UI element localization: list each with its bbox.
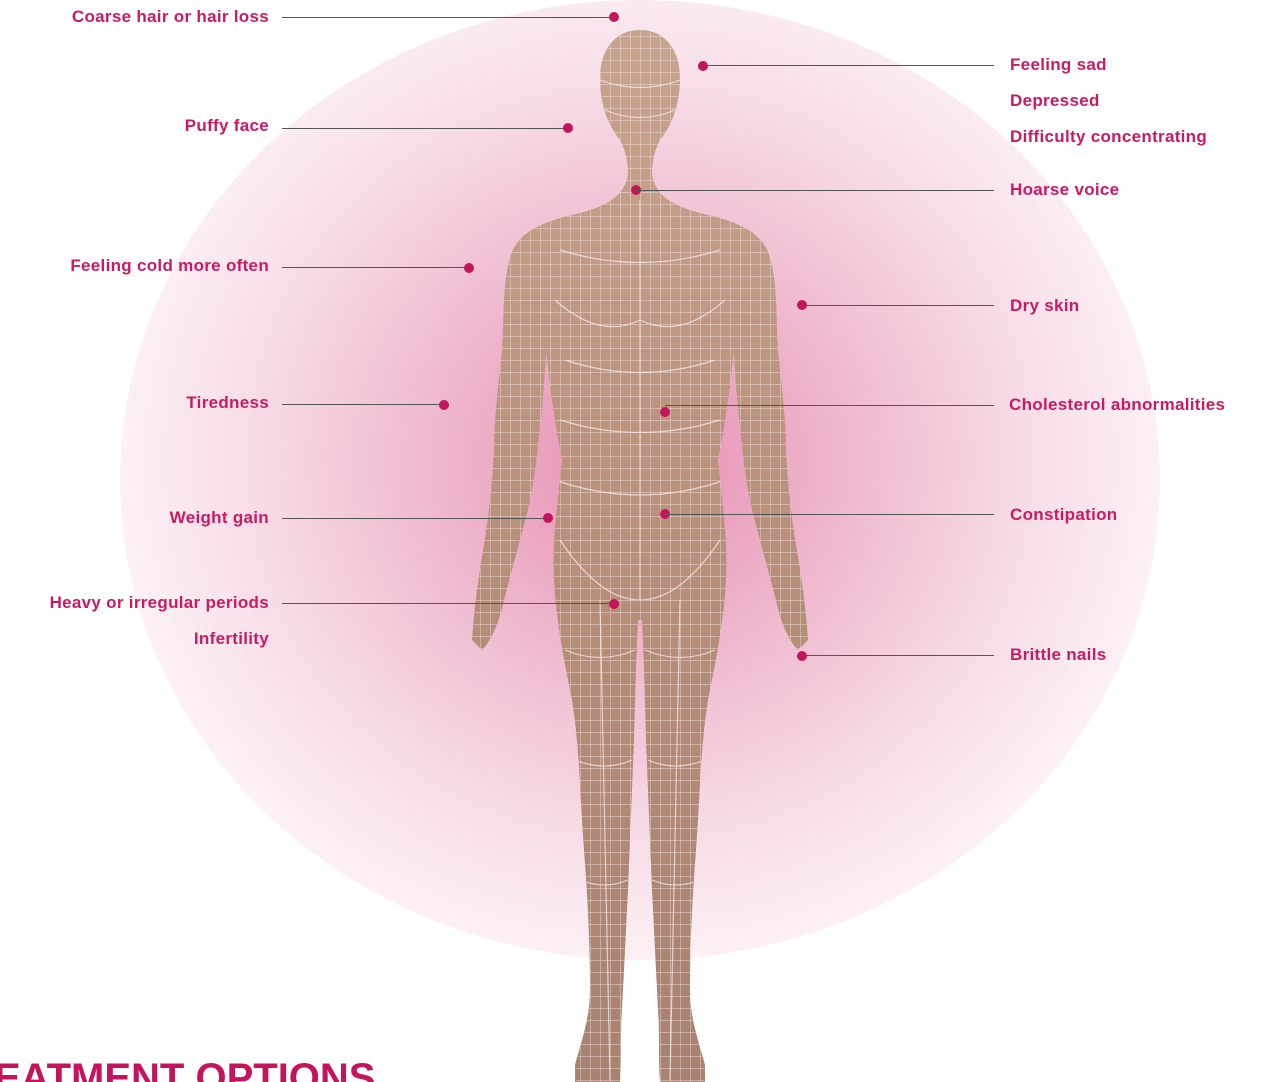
leader-line [282, 404, 444, 405]
marker-dot [609, 599, 619, 609]
marker-dot [543, 513, 553, 523]
marker-dot [609, 12, 619, 22]
marker-dot [563, 123, 573, 133]
symptom-puffy-face: Puffy face [185, 116, 269, 136]
leader-line [802, 305, 994, 306]
section-heading: EATMENT OPTIONS [0, 1054, 375, 1082]
marker-dot [797, 651, 807, 661]
symptom-tiredness: Tiredness [186, 393, 269, 413]
leader-line [636, 190, 994, 191]
marker-dot [439, 400, 449, 410]
symptom-dry-skin: Dry skin [1010, 296, 1080, 316]
symptom-feeling-sad: Feeling sad [1010, 55, 1107, 75]
symptom-brittle-nails: Brittle nails [1010, 645, 1106, 665]
symptom-concentrating: Difficulty concentrating [1010, 127, 1207, 147]
marker-dot [698, 61, 708, 71]
leader-line [282, 518, 548, 519]
symptom-hoarse-voice: Hoarse voice [1010, 180, 1119, 200]
marker-dot [464, 263, 474, 273]
symptom-weight-gain: Weight gain [170, 508, 269, 528]
leader-line [282, 17, 614, 18]
leader-line [703, 65, 994, 66]
symptom-feeling-cold: Feeling cold more often [70, 256, 269, 276]
symptom-cholesterol: Cholesterol abnormalities [1009, 395, 1225, 415]
symptom-constipation: Constipation [1010, 505, 1117, 525]
leader-line [802, 655, 994, 656]
leader-line [282, 267, 469, 268]
symptom-periods: Heavy or irregular periods [50, 593, 269, 613]
symptom-coarse-hair: Coarse hair or hair loss [72, 7, 269, 27]
leader-line [282, 603, 614, 604]
marker-dot [660, 407, 670, 417]
symptom-infertility: Infertility [194, 629, 269, 649]
symptom-depressed: Depressed [1010, 91, 1100, 111]
leader-line [665, 405, 994, 406]
leader-line [282, 128, 568, 129]
leader-line [665, 514, 994, 515]
